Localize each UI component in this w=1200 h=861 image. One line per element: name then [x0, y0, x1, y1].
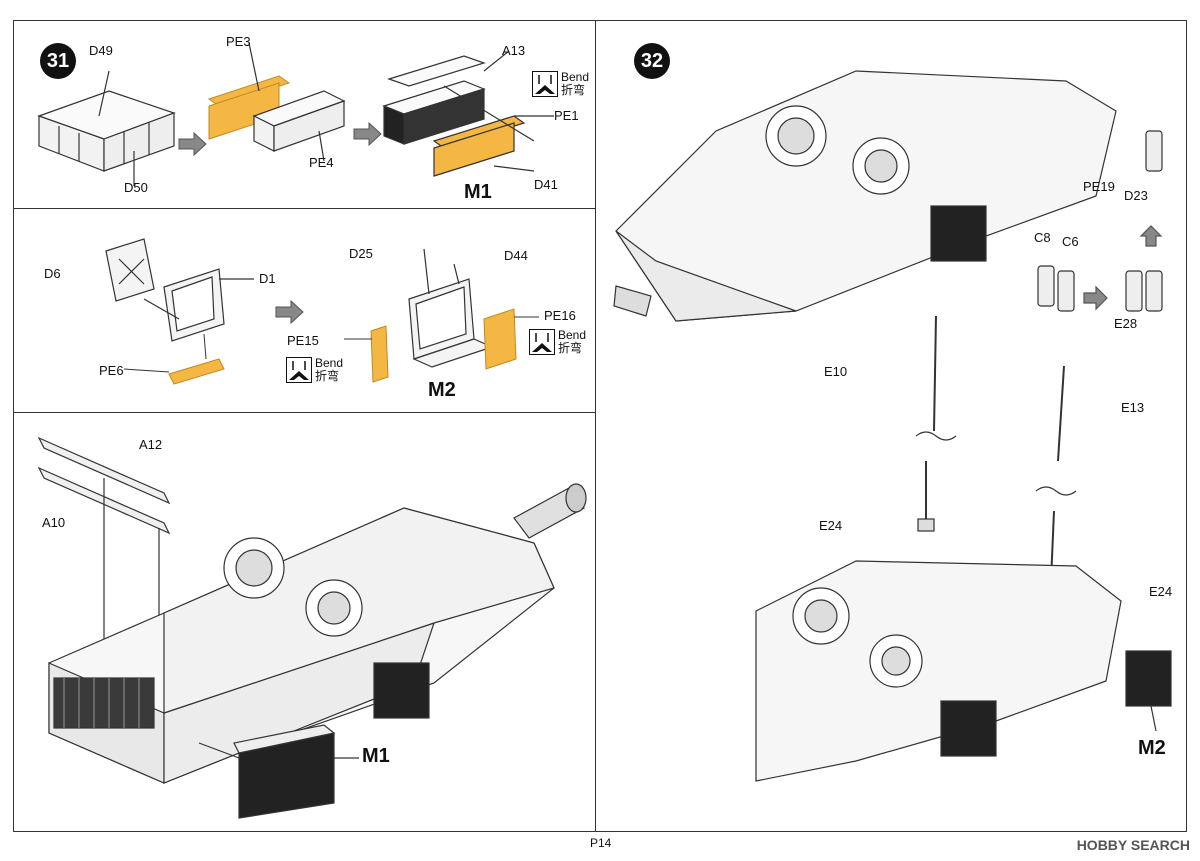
part-label-d25: D25 [349, 246, 373, 261]
part-label-pe6: PE6 [99, 363, 124, 378]
step-32-panel: 32 PE19 D23 C8 C6 E28 E10 E13 E24 E24 M2 [595, 20, 1187, 832]
part-label-d23: D23 [1124, 188, 1148, 203]
part-label-a10: A10 [42, 515, 66, 530]
step-31-drawing [37, 42, 554, 186]
bend-icon [529, 329, 555, 355]
bend-text-en: Bend [558, 328, 587, 342]
page-number: P14 [590, 836, 612, 850]
part-label-pe4: PE4 [309, 155, 334, 170]
subassembly-label-m2: M2 [428, 379, 456, 401]
part-label-d49: D49 [89, 43, 113, 58]
step-32-drawing [613, 70, 1172, 782]
part-label-pe1: PE1 [554, 108, 579, 123]
part-label-e10: E10 [824, 364, 848, 379]
bend-icon [532, 71, 558, 97]
part-label-pe3: PE3 [226, 34, 251, 49]
hull-drawing [37, 436, 587, 819]
part-label-d6: D6 [44, 266, 61, 281]
step-m2-drawing [105, 238, 539, 385]
part-label-d50: D50 [124, 180, 148, 195]
part-label-a13: A13 [502, 43, 526, 58]
step-number-badge: 31 [40, 43, 76, 79]
part-label-c8: C8 [1034, 230, 1051, 245]
bend-text-en: Bend [315, 356, 344, 370]
bend-icon [286, 357, 312, 383]
part-label-d41: D41 [534, 177, 558, 192]
bend-text-zh: 折弯 [315, 369, 340, 383]
bend-text-zh: 折弯 [561, 83, 586, 97]
part-label-a12: A12 [139, 437, 163, 452]
part-label-e28: E28 [1114, 316, 1138, 331]
part-label-pe19: PE19 [1083, 179, 1115, 194]
bend-text-zh: 折弯 [558, 341, 583, 355]
watermark: HOBBY SEARCH [1076, 837, 1190, 853]
subassembly-label-m1: M1 [464, 181, 492, 203]
part-label-d1: D1 [259, 271, 276, 286]
subassembly-label-m2: M2 [1138, 737, 1166, 759]
part-label-d44: D44 [504, 248, 528, 263]
subassembly-label-m1: M1 [362, 745, 390, 767]
part-label-e13: E13 [1121, 400, 1145, 415]
part-label-c6: C6 [1062, 234, 1079, 249]
part-label-e24: E24 [819, 518, 843, 533]
part-label-e24: E24 [1149, 584, 1173, 599]
part-label-pe15: PE15 [287, 333, 319, 348]
step-number-badge: 32 [634, 43, 670, 79]
bend-text-en: Bend [561, 70, 590, 84]
part-label-pe16: PE16 [544, 308, 576, 323]
